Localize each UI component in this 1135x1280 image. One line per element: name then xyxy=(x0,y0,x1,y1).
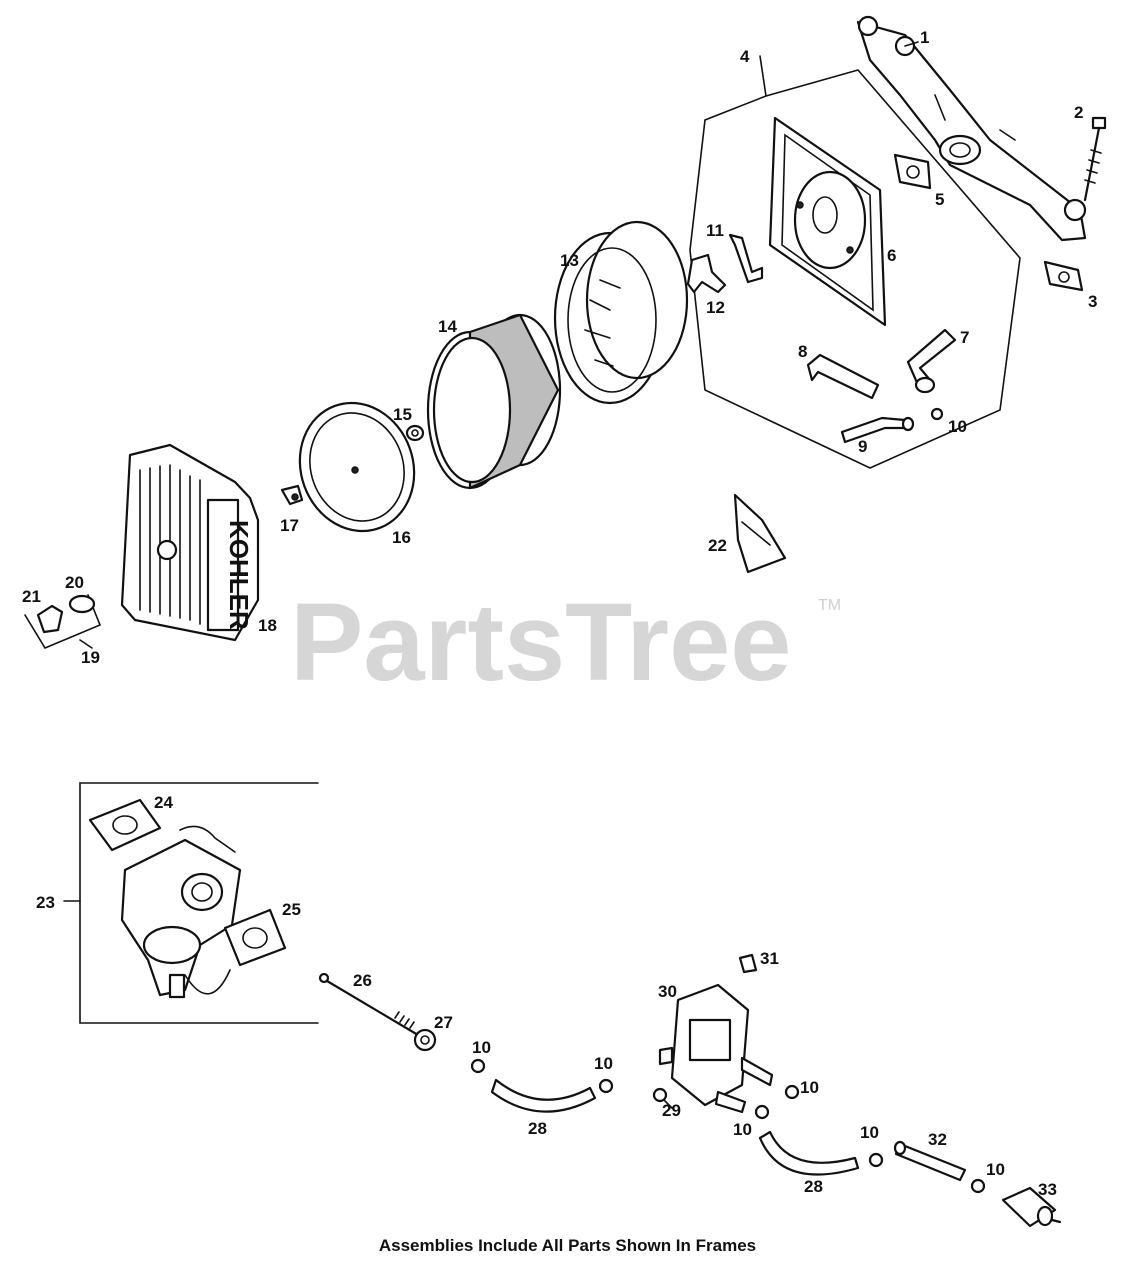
label-8: 8 xyxy=(798,342,807,361)
label-27: 27 xyxy=(434,1013,453,1032)
leader-4 xyxy=(759,55,767,97)
label-10f: 10 xyxy=(860,1123,879,1142)
label-24: 24 xyxy=(154,793,173,812)
wing-nut-15 xyxy=(405,424,425,442)
fuel-pump xyxy=(658,983,774,1114)
pre-cleaner xyxy=(426,313,562,490)
hose-9 xyxy=(840,416,915,444)
label-33: 33 xyxy=(1038,1180,1057,1199)
assembly-frame-23 xyxy=(79,782,319,1024)
hose-clamp-10d xyxy=(784,1084,800,1100)
label-10d: 10 xyxy=(800,1078,819,1097)
label-10b: 10 xyxy=(472,1038,491,1057)
air-cleaner-housing: KOHLER xyxy=(120,443,260,642)
nut-27 xyxy=(413,1028,437,1052)
gasket-25 xyxy=(223,908,287,967)
hose-clamp-10g xyxy=(970,1178,986,1194)
label-15: 15 xyxy=(393,405,412,424)
hose-clamp-10c xyxy=(598,1078,614,1094)
fitting-12 xyxy=(686,253,727,294)
part-31 xyxy=(738,953,758,974)
label-28b: 28 xyxy=(804,1177,823,1196)
label-13: 13 xyxy=(560,251,579,270)
label-31: 31 xyxy=(760,949,779,968)
label-6: 6 xyxy=(887,246,896,265)
part-21 xyxy=(36,604,64,634)
label-32: 32 xyxy=(928,1130,947,1149)
watermark-trademark: TM xyxy=(818,597,841,614)
label-21: 21 xyxy=(22,587,41,606)
screw-29 xyxy=(652,1087,673,1109)
air-cleaner-cover xyxy=(298,401,416,533)
hose-clamp-10b xyxy=(470,1058,486,1074)
assembly-frame-19 xyxy=(24,594,102,650)
label-2: 2 xyxy=(1074,103,1083,122)
hose-clamp-10 xyxy=(930,407,944,421)
label-23: 23 xyxy=(36,893,55,912)
label-4: 4 xyxy=(740,47,750,66)
label-10g: 10 xyxy=(986,1160,1005,1179)
bolt-2 xyxy=(1083,116,1107,202)
fuel-line-28a xyxy=(490,1078,597,1113)
label-29: 29 xyxy=(662,1101,681,1120)
label-5: 5 xyxy=(935,190,944,209)
label-26: 26 xyxy=(353,971,372,990)
label-19: 19 xyxy=(81,648,100,667)
label-1: 1 xyxy=(920,28,929,47)
label-10c: 10 xyxy=(594,1054,613,1073)
label-25: 25 xyxy=(282,900,301,919)
air-cleaner-base xyxy=(768,116,887,327)
gasket-3 xyxy=(1043,260,1084,292)
label-28a: 28 xyxy=(528,1119,547,1138)
label-12: 12 xyxy=(706,298,725,317)
breather-hose-7 xyxy=(906,328,957,394)
label-30: 30 xyxy=(658,982,677,1001)
label-22: 22 xyxy=(708,536,727,555)
brand-mark-kohler: KOHLER xyxy=(224,520,254,630)
fuel-line-28b xyxy=(758,1130,860,1176)
label-10a: 10 xyxy=(948,417,967,436)
label-3: 3 xyxy=(1088,292,1097,311)
bracket-11 xyxy=(728,233,764,284)
label-16: 16 xyxy=(392,528,411,547)
label-18: 18 xyxy=(258,616,277,635)
hose-clamp-10f xyxy=(868,1152,884,1168)
part-22 xyxy=(733,493,787,574)
stud-26 xyxy=(318,972,420,1037)
label-10e: 10 xyxy=(733,1120,752,1139)
gasket-24 xyxy=(88,798,162,852)
label-17: 17 xyxy=(280,516,299,535)
leader-19 xyxy=(79,639,93,649)
hose-clamp-10e xyxy=(754,1104,770,1120)
fuel-line-32 xyxy=(893,1140,967,1182)
hose-8 xyxy=(806,353,880,400)
gasket-5 xyxy=(893,153,932,190)
part-20 xyxy=(68,594,96,614)
label-7: 7 xyxy=(960,328,969,347)
carburetor xyxy=(120,825,242,999)
label-9: 9 xyxy=(858,437,867,456)
assemblies-caption: Assemblies Include All Parts Shown In Fr… xyxy=(378,1236,757,1255)
assembly-frame-4 xyxy=(689,69,1021,469)
label-20: 20 xyxy=(65,573,84,592)
fuel-filter xyxy=(1001,1186,1062,1228)
label-11: 11 xyxy=(706,221,724,240)
label-14: 14 xyxy=(438,317,457,336)
watermark-text: PartsTree xyxy=(290,581,791,704)
air-filter-element xyxy=(553,220,689,405)
intake-manifold xyxy=(856,15,1087,242)
leader-1 xyxy=(904,41,919,47)
knob-17 xyxy=(280,484,304,506)
